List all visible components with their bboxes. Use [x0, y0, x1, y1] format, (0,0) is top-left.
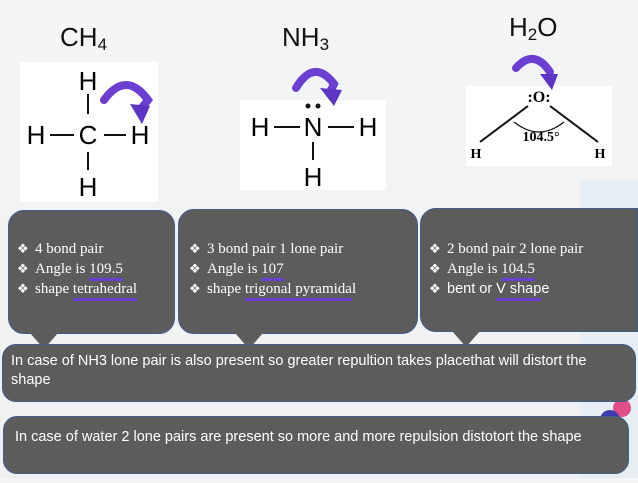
- formula-ch4: CH4: [60, 22, 108, 54]
- ch4-atom-right: H: [131, 120, 150, 150]
- h2o-atom-left: H: [471, 147, 482, 162]
- water-note-box: In case of water 2 lone pairs are presen…: [3, 416, 629, 474]
- diamond-bullet-icon: ❖: [17, 241, 29, 256]
- diamond-bullet-icon: ❖: [17, 281, 29, 296]
- list-item: ❖shape trigonal pyramidal: [185, 279, 417, 301]
- list-item: ❖shape tetrahedral: [13, 279, 174, 301]
- water-note-text: In case of water 2 lone pairs are presen…: [15, 429, 582, 445]
- diamond-bullet-icon: ❖: [189, 281, 201, 296]
- diamond-bullet-icon: ❖: [189, 261, 201, 276]
- lone-pair-arrows: [100, 55, 558, 124]
- formula-h2o: H2O: [509, 12, 558, 44]
- nh3-atom-center: N: [304, 112, 323, 142]
- h2o-arrow-icon: [512, 55, 554, 76]
- nh3-arrow-head-icon: [320, 88, 342, 106]
- list-item: ❖Angle is 109.5: [13, 259, 174, 281]
- nh3-atom-bottom: H: [304, 162, 323, 190]
- list-item: ❖Angle is 104.5: [425, 259, 637, 281]
- ch4-arrow-icon: [100, 81, 154, 114]
- ch4-arrow-head-icon: [130, 104, 150, 124]
- formula-nh3: NH3: [282, 22, 330, 54]
- h2o-angle-label: 104.5°: [522, 130, 559, 145]
- h2o-arrow-head-icon: [540, 74, 558, 90]
- h2o-structure-diagram: :O: 104.5° H H: [471, 89, 606, 162]
- nh3-info-bubble: ❖3 bond pair 1 lone pair ❖Angle is 107 ❖…: [178, 209, 418, 334]
- h2o-bond-right: [549, 105, 599, 143]
- nh3-structure: H N H H: [240, 100, 386, 190]
- nh3-note-text: In case of NH3 lone pair is also present…: [11, 353, 587, 388]
- nh3-note-box: In case of NH3 lone pair is also present…: [2, 344, 636, 402]
- ch4-info-bubble: ❖4 bond pair ❖Angle is 109.5 ❖shape tetr…: [8, 210, 175, 334]
- ch4-atom-center: C: [79, 120, 98, 150]
- list-item: ❖bent or V shape: [425, 279, 637, 301]
- h2o-bubble-tail: [452, 331, 480, 347]
- h2o-atom-oxygen: :O:: [527, 89, 550, 106]
- nh3-atom-left: H: [251, 112, 270, 142]
- nh3-atom-right: H: [359, 112, 378, 142]
- diamond-bullet-icon: ❖: [189, 241, 201, 256]
- ch4-structure-diagram: H H C H H: [27, 66, 150, 202]
- list-item: ❖Angle is 107: [185, 259, 417, 281]
- diamond-bullet-icon: ❖: [17, 261, 29, 276]
- diamond-bullet-icon: ❖: [429, 261, 441, 276]
- list-item: ❖3 bond pair 1 lone pair: [189, 241, 344, 257]
- ch4-atom-top: H: [79, 66, 98, 96]
- nh3-structure-diagram: H N H H: [251, 103, 378, 190]
- diamond-bullet-icon: ❖: [429, 241, 441, 256]
- nh3-arrow-icon: [292, 68, 339, 96]
- list-item: ❖4 bond pair: [17, 241, 104, 257]
- h2o-atom-right: H: [595, 147, 606, 162]
- ch4-atom-bottom: H: [79, 172, 98, 202]
- h2o-info-list: ❖2 bond pair 2 lone pair ❖Angle is 104.5…: [425, 239, 637, 301]
- list-item: ❖2 bond pair 2 lone pair: [429, 241, 584, 257]
- h2o-structure: :O: 104.5° H H: [466, 86, 612, 166]
- ch4-atom-left: H: [27, 120, 46, 150]
- diamond-bullet-icon: ❖: [429, 281, 441, 296]
- nh3-info-list: ❖3 bond pair 1 lone pair ❖Angle is 107 ❖…: [185, 239, 417, 301]
- h2o-bond-left: [479, 105, 529, 143]
- h2o-info-bubble: ❖2 bond pair 2 lone pair ❖Angle is 104.5…: [420, 208, 638, 332]
- h2o-angle-arc: [513, 121, 565, 133]
- ch4-info-list: ❖4 bond pair ❖Angle is 109.5 ❖shape tetr…: [13, 239, 174, 301]
